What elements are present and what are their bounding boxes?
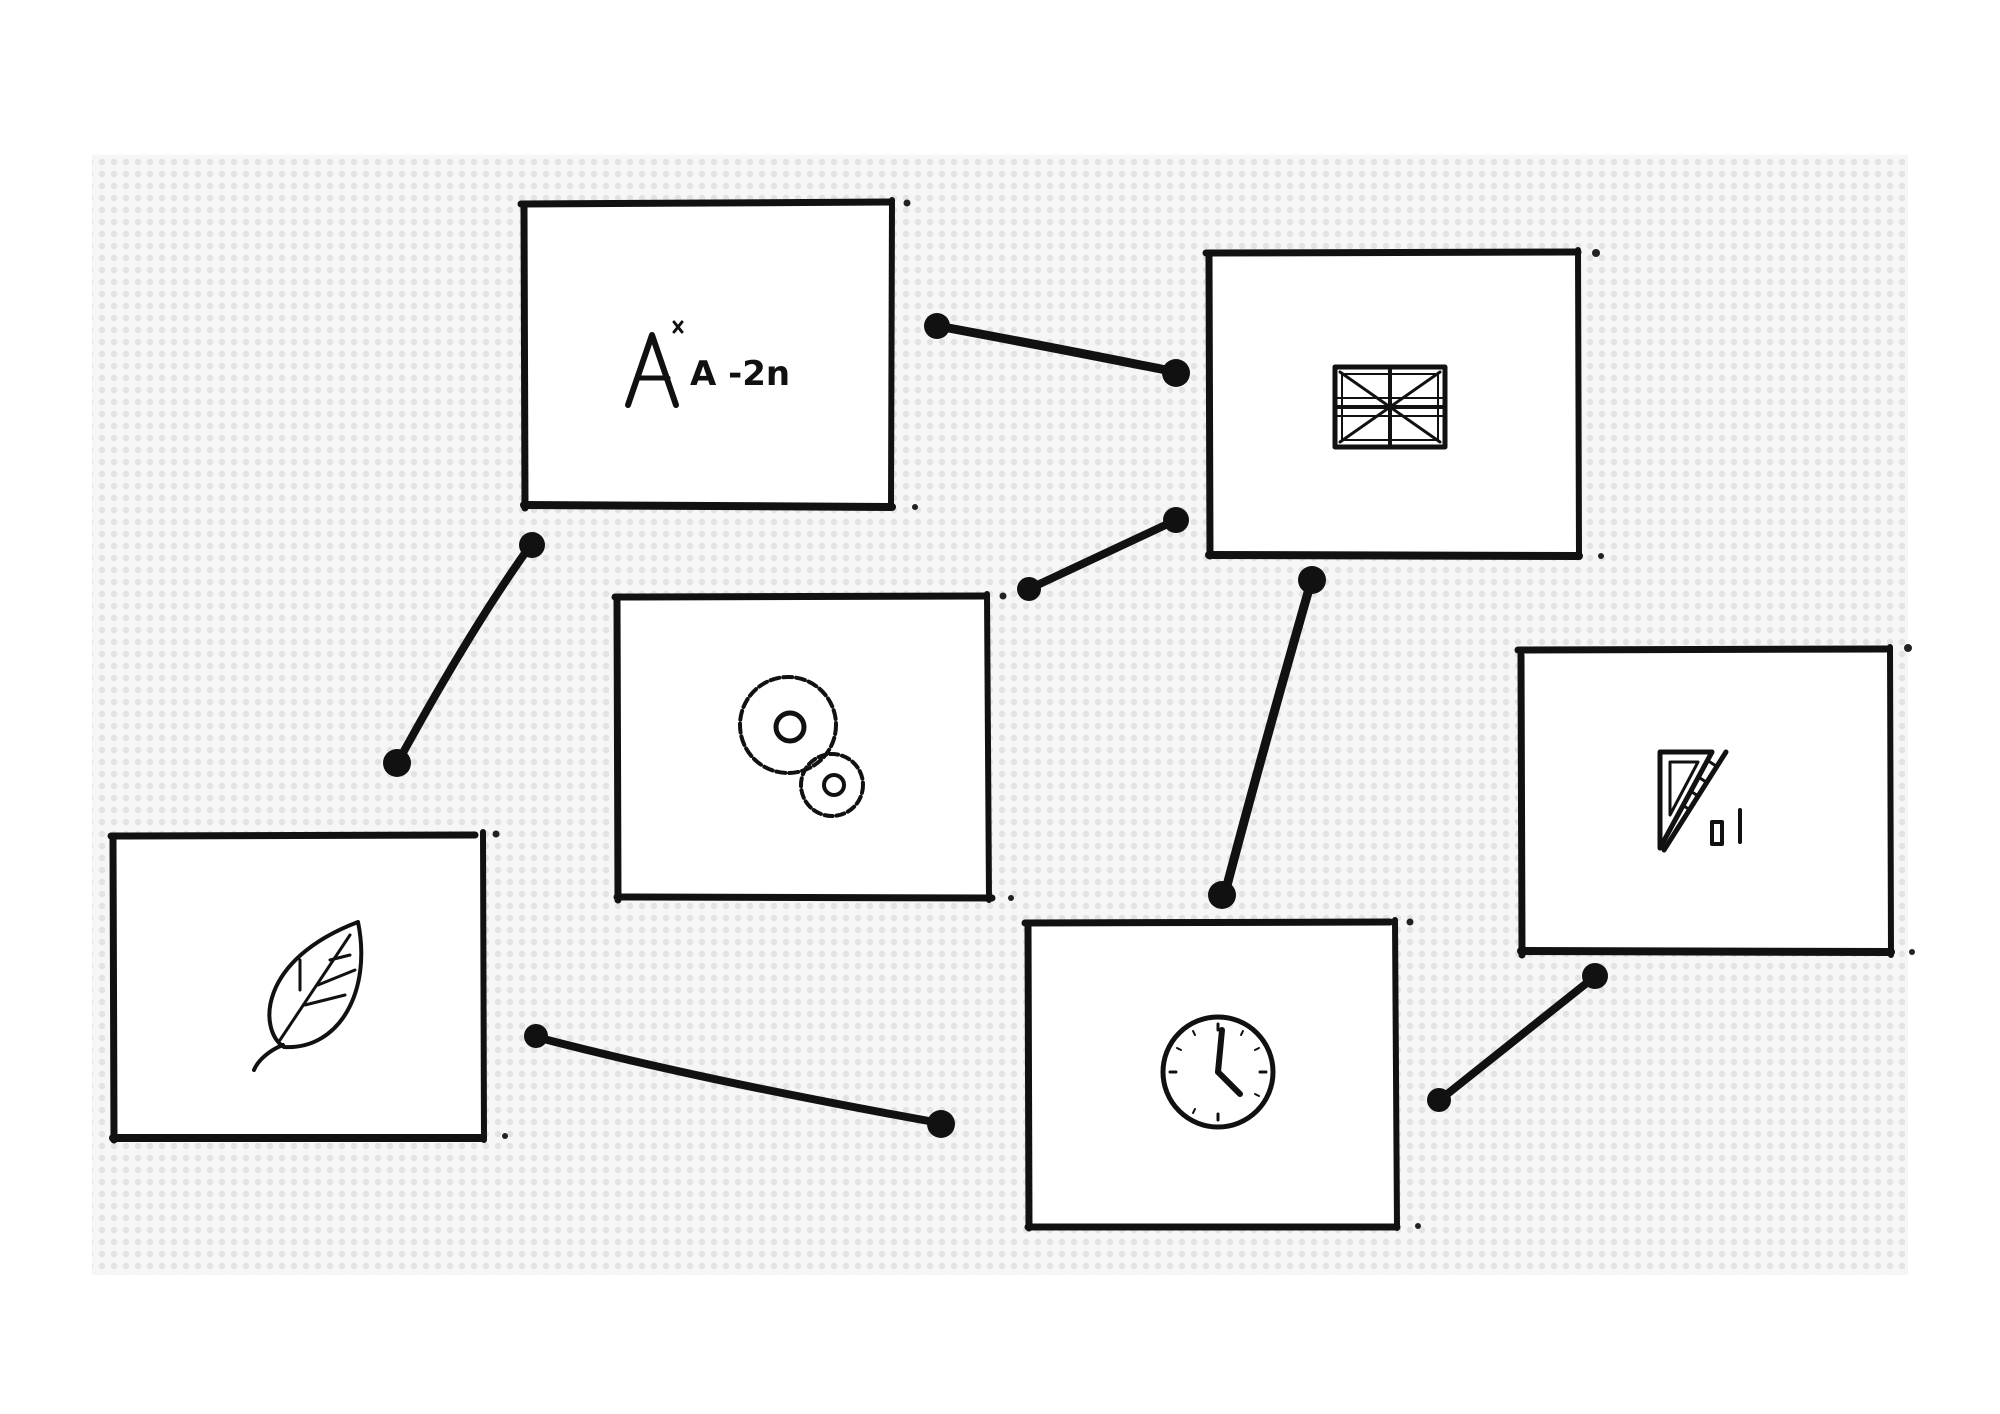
leaf-icon (252, 920, 364, 1072)
connectors (383, 313, 1608, 1138)
clock-icon (1160, 1014, 1276, 1130)
connector-window-to-clock[interactable] (1208, 566, 1326, 909)
card-gears[interactable] (611, 591, 1014, 904)
connector-leaf-to-clock[interactable] (524, 1024, 955, 1138)
card-clock[interactable] (1021, 917, 1421, 1232)
card-leaf[interactable] (107, 829, 508, 1144)
ruler-triangle-icon (1657, 749, 1742, 853)
gears-icon (738, 675, 865, 818)
connector-clock-to-ruler[interactable] (1427, 963, 1608, 1112)
window-grid-icon (1332, 364, 1448, 450)
card-window-grid[interactable] (1202, 247, 1604, 560)
connector-typography-to-window[interactable] (924, 313, 1190, 387)
card-ruler-triangle[interactable] (1514, 644, 1915, 959)
card-typography[interactable]: A -2n (517, 197, 918, 512)
connector-gears-to-window[interactable] (1017, 507, 1189, 601)
connector-typography-to-leaf[interactable] (383, 532, 545, 777)
typography-label: A -2n (690, 354, 790, 394)
typography-icon: A -2n (625, 320, 790, 408)
